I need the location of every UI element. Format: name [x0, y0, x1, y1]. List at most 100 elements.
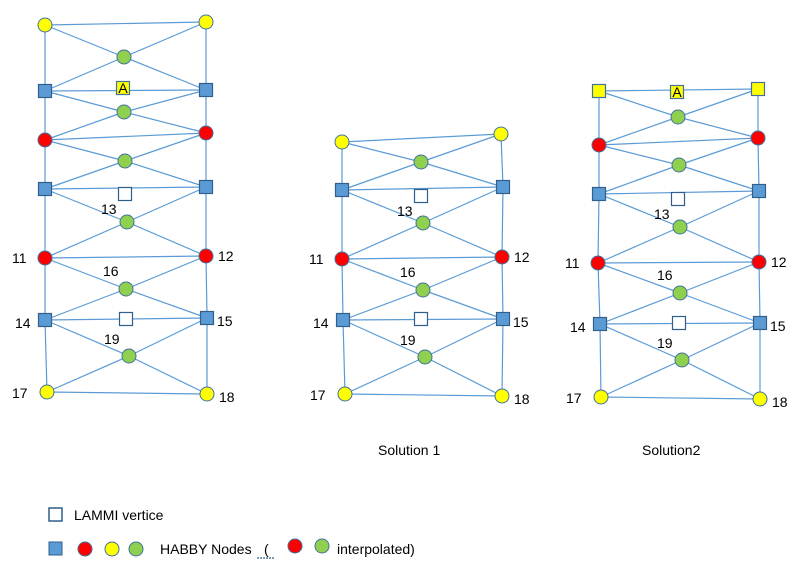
- mesh-1-edge-diag-d-1: [44, 111, 125, 141]
- mesh-3-label-13: 13: [654, 206, 670, 222]
- mesh-3-node-center-2: [671, 315, 687, 331]
- mesh-3-edge-diag-b-2: [679, 226, 760, 263]
- mesh-2-edge-row-2: [341, 256, 503, 260]
- mesh-1-edge-diag-a-1: [44, 90, 125, 113]
- mesh-3-node-right-2: [751, 183, 767, 199]
- mesh-2-edge-row-4: [344, 393, 503, 397]
- mesh-3-edge-right-3: [758, 261, 761, 324]
- mesh-3-edge-row-3: [597, 261, 760, 264]
- mesh-2-edge-diag-d-1: [341, 222, 424, 260]
- mesh-1-edge-diag-b-3: [126, 221, 207, 257]
- mesh-1-edge-diag-d-4: [44, 288, 127, 321]
- mesh-2-edge-diag-b-2: [422, 289, 504, 320]
- mesh-2-edge-diag-a-2: [341, 258, 424, 291]
- mesh-1-label-11: 11: [12, 250, 27, 266]
- mesh-1-node-right-0: [198, 14, 214, 30]
- mesh-1-node-left-5: [37, 312, 53, 328]
- mesh-1-edge-row-2: [44, 132, 207, 141]
- mesh-3-edge-row-5: [600, 396, 761, 400]
- mesh-3-edge-row-1: [598, 137, 759, 146]
- mesh-1-node-right-6: [199, 386, 215, 402]
- mesh-2-edge-diag-d-2: [342, 289, 424, 321]
- mesh-1-edge-diag-d-5: [46, 355, 130, 393]
- mesh-2-label-18: 18: [514, 391, 530, 407]
- mesh-3-edge-diag-a-0: [598, 90, 679, 118]
- mesh-1-edge-left-5: [44, 319, 48, 393]
- legend-green-interp-icon: [314, 538, 330, 554]
- mesh-2-label-13: 13: [397, 203, 413, 219]
- mesh-1-label-A: A: [118, 80, 128, 96]
- mesh-3-label-16: 16: [657, 267, 673, 283]
- mesh-3-edge-diag-b-3: [679, 292, 761, 324]
- legend-habby-label: HABBY Nodes: [160, 541, 252, 557]
- mesh-3-edge-diag-d-4: [600, 359, 683, 398]
- mesh-3-label-15: 15: [770, 318, 786, 334]
- mesh-2-edge-diag-b-1: [422, 222, 503, 258]
- mesh-3-node-right-4: [752, 315, 768, 331]
- mesh-3-node-mid-4: [674, 352, 690, 368]
- mesh-2-edge-diag-a-0: [341, 141, 422, 163]
- mesh-2-edge-diag-c-3: [424, 318, 504, 358]
- mesh-2-node-left-0: [334, 134, 350, 150]
- mesh-1-edge-row-4: [44, 255, 207, 259]
- mesh-2-node-right-4: [494, 388, 510, 404]
- mesh-2-label-16: 16: [400, 264, 416, 280]
- legend: LAMMI vertice HABBY Nodes ( interpolated…: [48, 507, 415, 559]
- mesh-3-edge-diag-c-1: [678, 137, 759, 166]
- mesh-1-edge-diag-d-2: [44, 160, 126, 190]
- mesh-3-node-mid-2: [672, 219, 688, 235]
- mesh-3-edge-left-2: [597, 193, 600, 264]
- mesh-2-node-mid-1: [415, 215, 431, 231]
- mesh-2-edge-diag-c-1: [422, 186, 504, 224]
- mesh-3-edge-diag-a-2: [598, 193, 681, 228]
- mesh-2-label-14: 14: [313, 315, 329, 331]
- mesh-2-edge-diag-a-1: [341, 189, 424, 224]
- mesh-3-node-left-1: [591, 137, 607, 153]
- mesh-3-edge-diag-c-4: [681, 322, 761, 361]
- legend-red-circle-icon: [77, 541, 93, 557]
- mesh-3-edge-diag-c-0: [677, 88, 759, 118]
- mesh-3-label-18: 18: [772, 394, 788, 410]
- mesh-1-label-15: 15: [217, 313, 233, 329]
- mesh-3-label-19: 19: [657, 335, 673, 351]
- mesh-2-edge-diag-a-3: [342, 319, 426, 358]
- mesh-2-node-mid-3: [417, 349, 433, 365]
- mesh-1-node-left-1: [37, 83, 53, 99]
- mesh-nodes: [37, 14, 768, 407]
- legend-habby-paren: (: [264, 541, 269, 557]
- mesh-1-label-13: 13: [101, 201, 117, 217]
- mesh-3-node-left-2: [591, 186, 607, 202]
- mesh-1-edge-diag-b-5: [128, 355, 208, 395]
- mesh-1-node-left-0: [37, 17, 53, 33]
- legend-lammi-square-icon: [48, 507, 63, 522]
- mesh-2-node-right-0: [493, 126, 509, 142]
- mesh-3-node-left-5: [593, 389, 609, 405]
- legend-yellow-circle-icon: [104, 541, 120, 557]
- mesh-3-edge-diag-a-3: [597, 262, 681, 294]
- mesh-3-edge-diag-d-3: [599, 292, 681, 325]
- mesh-2-node-mid-0: [413, 154, 429, 170]
- mesh-1-node-right-2: [198, 125, 214, 141]
- mesh-3-label-A: A: [672, 84, 682, 100]
- mesh-1-label-16: 16: [103, 263, 119, 279]
- mesh-3-node-left-0: [591, 83, 607, 99]
- mesh-3-edge-diag-d-2: [597, 226, 681, 264]
- mesh-1-node-right-5: [199, 310, 215, 326]
- mesh-3-label-11: 11: [565, 255, 580, 271]
- mesh-3-node-right-5: [752, 391, 768, 407]
- mesh-3-node-left-4: [592, 316, 608, 332]
- mesh-2-node-left-1: [334, 182, 350, 198]
- mesh-1-node-center-0: [115, 80, 131, 96]
- mesh-3-edge-diag-d-0: [598, 116, 679, 146]
- mesh-3-edge-diag-a-1: [598, 144, 680, 166]
- mesh-2-edge-diag-b-0: [420, 161, 504, 188]
- legend-interp-label: interpolated): [337, 541, 415, 557]
- mesh-1-node-mid-1: [116, 104, 132, 120]
- mesh-1-node-right-3: [198, 179, 214, 195]
- mesh-1-node-mid-5: [121, 348, 137, 364]
- mesh-1-node-center-1: [117, 186, 133, 202]
- mesh-2-node-right-3: [495, 311, 511, 327]
- mesh-1-node-mid-3: [119, 214, 135, 230]
